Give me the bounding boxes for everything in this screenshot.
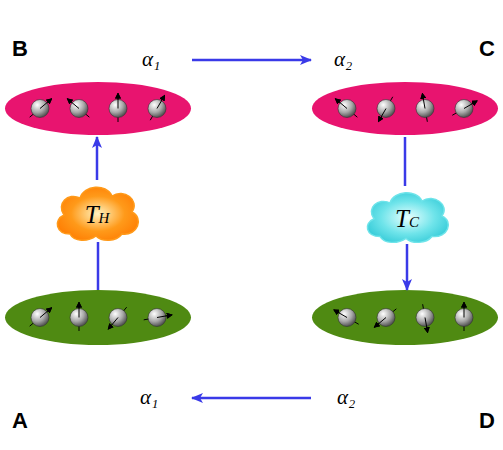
ellipse-shape xyxy=(4,290,192,430)
process-arrow xyxy=(192,397,311,400)
heat-bath-cloud: TH xyxy=(50,180,144,242)
process-arrow xyxy=(404,137,407,186)
parameter-label: α₂ xyxy=(337,387,355,408)
process-arrow xyxy=(97,242,100,290)
parameter-label: α₁ xyxy=(142,49,160,70)
process-arrow xyxy=(406,244,409,290)
process-arrow xyxy=(192,59,311,62)
ellipse-shape xyxy=(4,38,192,137)
state-letter: C xyxy=(479,38,495,60)
state-letter: A xyxy=(12,410,28,432)
parameter-label: α₂ xyxy=(334,49,352,70)
spin-ensemble: D xyxy=(311,290,499,430)
bath-temperature: TC xyxy=(360,186,454,244)
spin-ensemble: B xyxy=(4,38,192,137)
ellipse-shape xyxy=(311,290,499,430)
process-arrow xyxy=(96,137,99,180)
heat-bath-cloud: TC xyxy=(360,186,454,244)
state-letter: D xyxy=(479,410,495,432)
parameter-label: α₁ xyxy=(140,387,158,408)
bath-temperature: TH xyxy=(50,180,144,242)
bath-temperature-text: TC xyxy=(395,200,419,231)
bath-temperature-text: TH xyxy=(85,196,110,227)
spin-ensemble: A xyxy=(4,290,192,430)
state-letter: B xyxy=(12,38,28,60)
